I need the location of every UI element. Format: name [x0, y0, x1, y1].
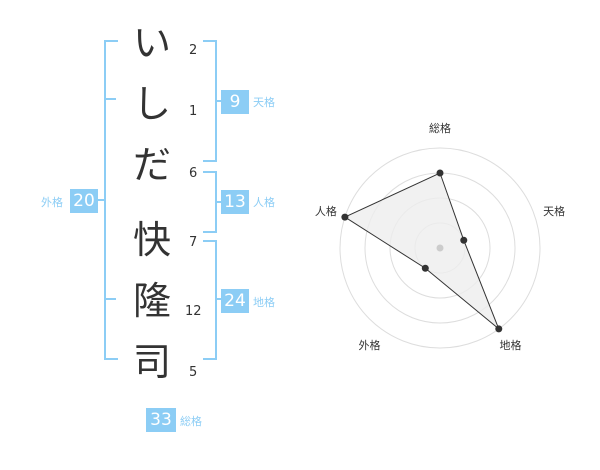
radar-center: [436, 244, 444, 252]
gaikaku-label: 外格: [41, 196, 63, 209]
chikaku-bracket: [203, 240, 217, 360]
stroke-count-5: 12: [185, 304, 202, 319]
chikaku-label: 地格: [253, 296, 275, 309]
bracket-connector: [215, 201, 221, 203]
soukaku-value: 33: [146, 408, 176, 432]
bracket-tick: [104, 98, 116, 100]
radar-polygon: [343, 172, 500, 330]
soukaku-label: 総格: [180, 415, 202, 428]
name-character-4: 快: [132, 218, 171, 262]
stroke-count-3: 6: [189, 166, 198, 181]
radar-axis-label: 地格: [500, 338, 522, 352]
jinkaku-value: 13: [221, 190, 249, 214]
stroke-count-4: 7: [189, 235, 198, 250]
bracket-connector: [98, 199, 106, 201]
radar-axis-label: 外格: [358, 338, 380, 352]
radar-ring: [339, 147, 541, 349]
radar-point-3: [495, 325, 503, 333]
stroke-count-6: 5: [189, 365, 198, 380]
chikaku-value: 24: [221, 289, 249, 313]
radar-point-4: [421, 264, 429, 272]
radar-point-5: [341, 213, 349, 221]
radar-point-2: [460, 236, 468, 244]
tenkaku-value: 9: [221, 90, 249, 114]
radar-axis-label: 天格: [543, 204, 565, 218]
radar-axis-label: 総格: [429, 121, 451, 135]
name-character-5: 隆: [132, 279, 171, 323]
name-character-3: だ: [132, 143, 171, 187]
stroke-count-2: 1: [189, 104, 198, 119]
gaikaku-value: 20: [70, 189, 98, 213]
stroke-count-1: 2: [189, 43, 198, 58]
name-character-1: い: [132, 21, 171, 65]
name-character-2: し: [132, 82, 171, 126]
jinkaku-label: 人格: [253, 196, 275, 209]
tenkaku-label: 天格: [253, 96, 275, 109]
radar-axis-label: 人格: [315, 204, 337, 218]
bracket-connector: [215, 100, 221, 102]
radar-point-1: [436, 169, 444, 177]
name-character-6: 司: [132, 340, 171, 384]
gaikaku-bracket: [104, 40, 118, 360]
bracket-connector: [215, 298, 221, 300]
bracket-tick: [104, 298, 116, 300]
